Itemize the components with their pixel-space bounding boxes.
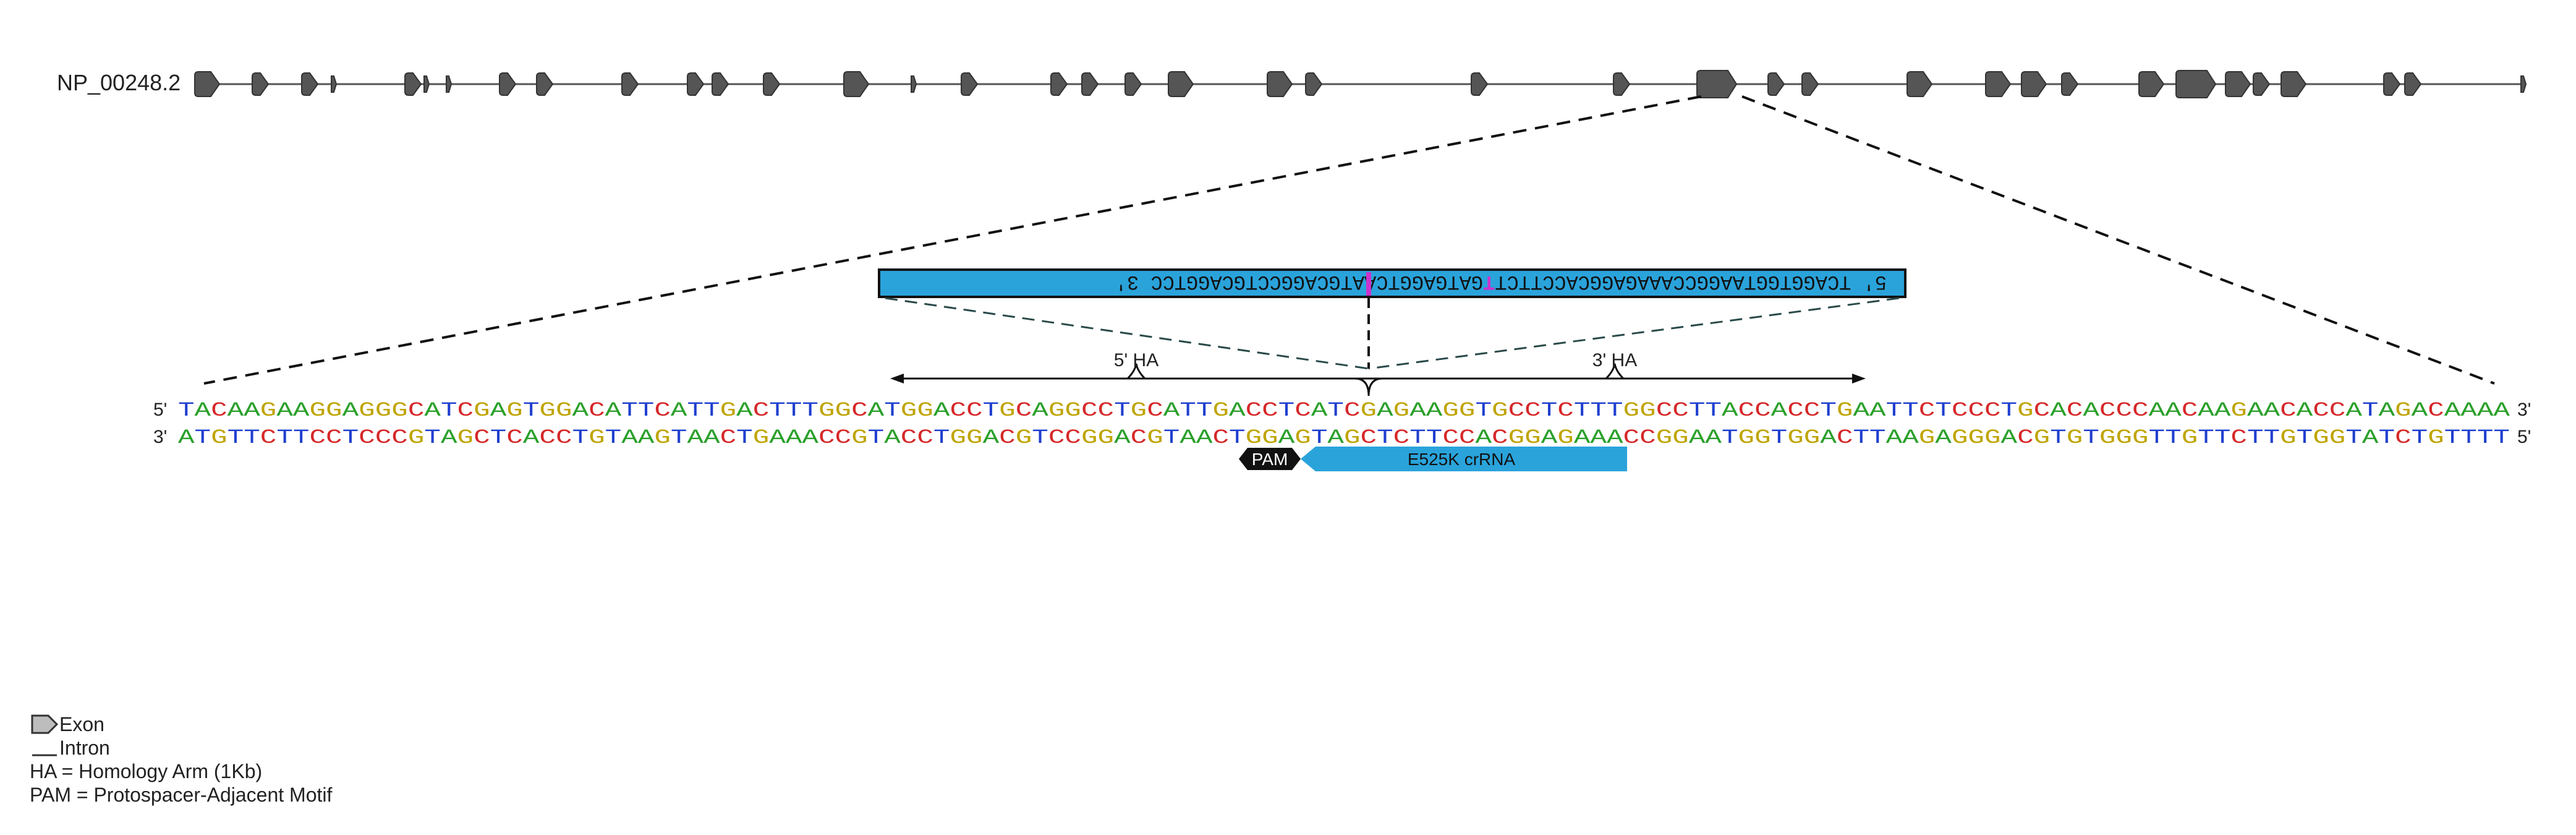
exon	[1985, 71, 2012, 97]
crRNA-marker: E525K crRNA	[1301, 447, 1627, 471]
legend: Exon Intron HA = Homology Arm (1Kb) PAM …	[30, 713, 332, 807]
bottom-strand-right-end: 5'	[2517, 427, 2531, 447]
top-strand-left-end: 5'	[153, 400, 167, 420]
exon	[687, 72, 705, 96]
exon	[2061, 72, 2079, 96]
exon	[1305, 72, 1323, 96]
intron-icon	[30, 737, 59, 759]
exon	[1906, 71, 1933, 97]
exon	[194, 71, 221, 97]
exon	[252, 72, 270, 96]
legend-pam: PAM = Protospacer-Adjacent Motif	[30, 783, 332, 807]
donor-connector-right	[1368, 297, 1900, 370]
exon	[763, 72, 781, 96]
exon-zoomed	[1696, 70, 1738, 98]
legend-exon-label: Exon	[59, 713, 104, 735]
ha-right-label: 3' HA	[1592, 350, 1637, 370]
exon	[423, 75, 430, 93]
gene-name-label: NP_00248.2	[57, 70, 181, 95]
pam-marker: PAM	[1239, 448, 1301, 470]
exon	[2021, 71, 2047, 97]
donor-sequence-right: GATGAGGTCAATGCAGGCCTGCAGGTCC	[1150, 270, 1483, 293]
exon	[331, 75, 338, 93]
exon	[2138, 71, 2165, 97]
donor-five-prime-label: 5'	[1863, 270, 1887, 293]
crRNA-shape	[1301, 447, 1627, 471]
pam-shape	[1239, 448, 1301, 470]
exon	[1613, 72, 1631, 96]
exon	[2520, 75, 2527, 93]
exon	[1168, 71, 1194, 97]
ha-right-brace	[1605, 363, 1625, 380]
exon	[2404, 72, 2422, 96]
homology-arms: 5' HA 3' HA	[890, 350, 1866, 396]
exon	[1267, 71, 1293, 97]
exon	[1081, 72, 1099, 96]
exon	[2253, 72, 2271, 96]
exon-track	[194, 70, 2527, 98]
ha-left-brace	[1126, 363, 1146, 380]
exon	[2383, 72, 2401, 96]
homology-arm-right-arrow	[1852, 374, 1866, 383]
exon-icon	[30, 713, 59, 735]
donor-template-sequence: 5' TCAGGTGGTAAGGCCAAAGAGGCACCTTCTTGATGAG…	[1115, 270, 1887, 293]
legend-intron: Intron	[30, 736, 332, 760]
legend-ha-label: HA = Homology Arm (1Kb)	[30, 760, 263, 782]
donor-template-box	[878, 268, 1906, 298]
legend-intron-label: Intron	[59, 737, 110, 759]
exon	[301, 72, 319, 96]
exon	[536, 72, 554, 96]
exon	[911, 75, 917, 93]
donor-connector-left	[885, 297, 1369, 370]
ha-left-label: 5' HA	[1114, 350, 1158, 370]
legend-exon: Exon	[30, 713, 332, 736]
exon	[2281, 71, 2307, 97]
exon	[1124, 72, 1142, 96]
pam-label: PAM	[1252, 450, 1288, 469]
exon	[1767, 72, 1785, 96]
legend-ha: HA = Homology Arm (1Kb)	[30, 760, 332, 783]
cut-brace-right	[1367, 377, 1383, 396]
exon	[1801, 72, 1819, 96]
crRNA-label: E525K crRNA	[1408, 450, 1516, 469]
exon	[843, 71, 870, 97]
exon	[712, 72, 729, 96]
exon	[961, 72, 979, 96]
exon	[2175, 70, 2217, 98]
legend-pam-label: PAM = Protospacer-Adjacent Motif	[30, 784, 333, 806]
exon	[1050, 72, 1068, 96]
exon	[446, 75, 453, 93]
bottom-strand-left-end: 3'	[153, 427, 167, 447]
cut-brace-left	[1354, 377, 1370, 396]
donor-template: 5' TCAGGTGGTAAGGCCAAAGAGGCACCTTCTTGATGAG…	[878, 268, 1906, 298]
donor-mutation-base: T	[1483, 270, 1495, 293]
exon	[404, 72, 422, 96]
exon	[499, 72, 517, 96]
donor-sequence-left: TCAGGTGGTAAGGCCAAAGAGGCACCTTCT	[1495, 270, 1851, 293]
exon	[621, 72, 639, 96]
top-strand-right-end: 3'	[2517, 400, 2531, 420]
exon	[2225, 71, 2251, 97]
exon	[1471, 72, 1489, 96]
zoom-line-left	[203, 95, 1702, 385]
donor-three-prime-label: 3'	[1115, 270, 1139, 293]
homology-arm-left-arrow	[890, 374, 904, 383]
zoom-line-right	[1741, 95, 2495, 385]
